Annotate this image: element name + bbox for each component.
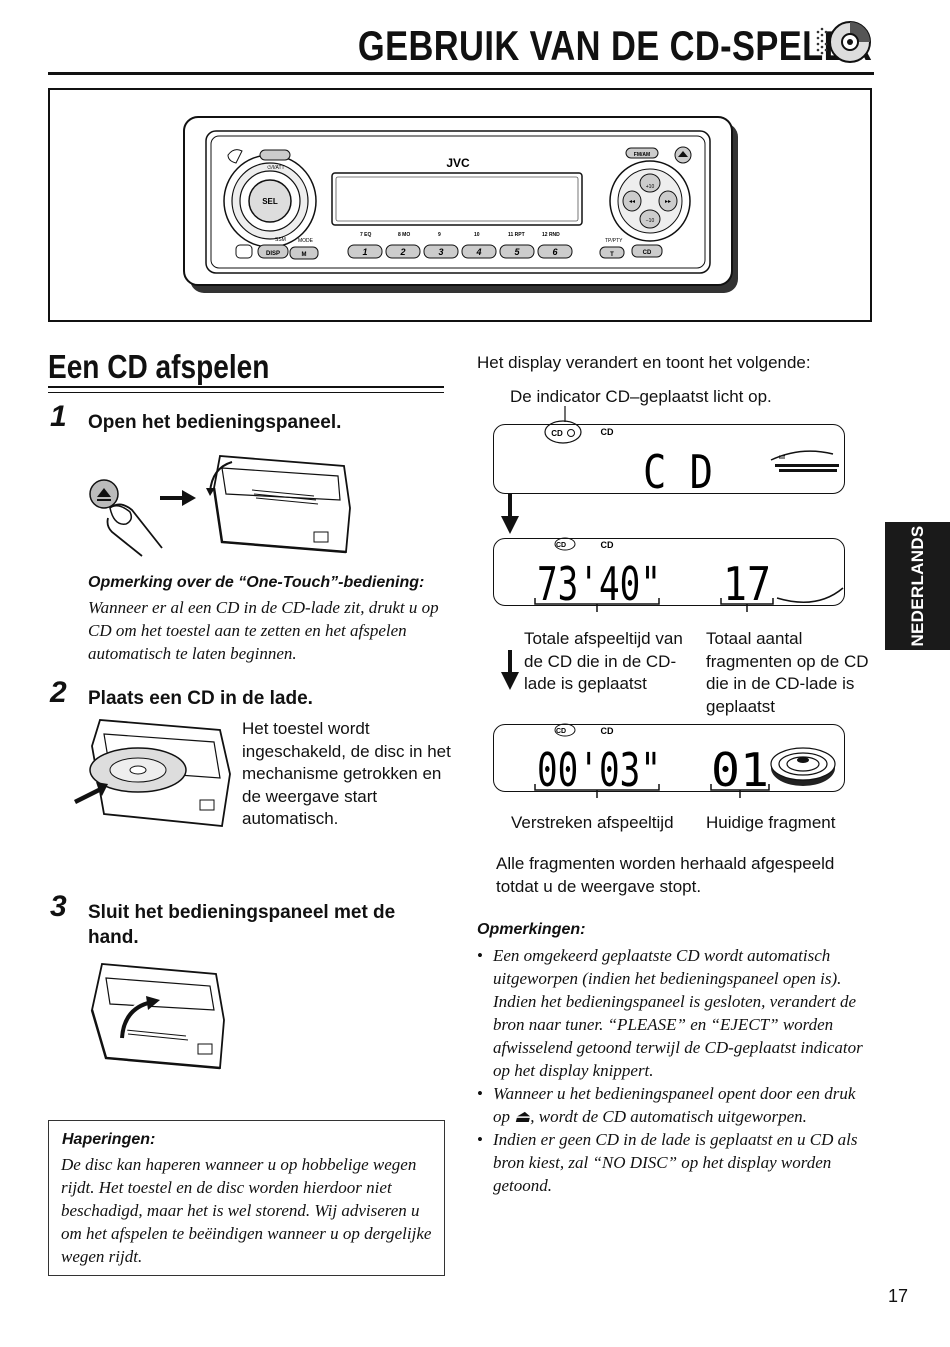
svg-text:SSM: SSM xyxy=(275,237,286,243)
close-panel-illustration xyxy=(90,963,225,1070)
svg-text:1: 1 xyxy=(362,247,367,257)
svg-text:▸▸: ▸▸ xyxy=(665,199,671,205)
opmerkingen-title: Opmerkingen: xyxy=(477,921,586,938)
svg-text:DISP: DISP xyxy=(266,251,280,257)
svg-text:CD: CD xyxy=(601,540,614,550)
lcd-display-cd xyxy=(493,424,845,494)
haperingen-title: Haperingen: xyxy=(62,1131,156,1148)
svg-text:10: 10 xyxy=(474,232,480,238)
down-arrow-2 xyxy=(501,650,519,690)
lcd-display-total-content: CD CD 73'40" 17 xyxy=(534,537,844,612)
svg-text:FM/AM: FM/AM xyxy=(634,152,650,158)
haperingen-box: Haperingen: De disc kan haperen wanneer … xyxy=(48,1120,445,1276)
insert-cd-illustration xyxy=(74,719,231,827)
lcd2-tracks: 17 xyxy=(723,557,771,611)
step-2-text: Plaats een CD in de lade. xyxy=(88,688,313,709)
repeat-note: Alle fragmenten worden herhaald afgespee… xyxy=(496,854,835,896)
svg-text:8 MO: 8 MO xyxy=(398,232,410,238)
opmerking-item: Wanneer u het bedieningspaneel opent doo… xyxy=(477,1082,872,1128)
opmerking-item: Een omgekeerd geplaatste CD wordt automa… xyxy=(477,944,872,1082)
svg-text:5: 5 xyxy=(514,247,520,257)
sel-button-label: SEL xyxy=(262,197,278,206)
page-title: GEBRUIK VAN DE CD-SPELER xyxy=(357,22,872,69)
step-1-number: 1 xyxy=(50,400,67,433)
svg-text:11 RPT: 11 RPT xyxy=(508,232,525,238)
step-2-description: Het toestel wordt ingeschakeld, de disc … xyxy=(242,719,451,828)
indicator-pointer xyxy=(564,406,566,422)
section-heading-rule xyxy=(48,386,444,393)
svg-text:◂◂: ◂◂ xyxy=(629,199,635,205)
cd-icon xyxy=(816,21,871,63)
svg-text:MODE: MODE xyxy=(298,238,314,244)
svg-text:4: 4 xyxy=(475,247,481,257)
svg-text:9: 9 xyxy=(438,232,441,238)
svg-text:12 RND: 12 RND xyxy=(542,232,560,238)
display-intro: Het display verandert en toont het volge… xyxy=(477,353,811,372)
svg-text:T: T xyxy=(610,252,614,258)
svg-text:3: 3 xyxy=(438,247,443,257)
onetouch-text: Wanneer er al een CD in de CD-lade zit, … xyxy=(88,598,439,663)
label-elapsed: Verstreken afspeeltijd xyxy=(511,813,674,832)
language-tab-label: NEDERLANDS xyxy=(907,525,927,647)
jvc-logo: JVC xyxy=(446,156,470,170)
lcd2-time: 73'40" xyxy=(537,557,661,611)
lcd1-text: C D xyxy=(643,445,713,498)
lcd3-track: 01 xyxy=(711,743,769,797)
svg-text:CD: CD xyxy=(601,726,614,736)
open-panel-illustration xyxy=(89,455,351,557)
svg-text:CD: CD xyxy=(551,429,563,438)
page-number: 17 xyxy=(887,1286,908,1306)
label-current: Huidige fragment xyxy=(706,813,836,832)
car-radio-faceplate: SEL ⏻/I/ATT JVC 7 EQ 8 MO 9 10 11 RPT 12… xyxy=(183,116,738,293)
lcd-display-total xyxy=(493,538,845,606)
svg-text:−10: −10 xyxy=(646,218,655,224)
opmerkingen-list: Een omgekeerd geplaatste CD wordt automa… xyxy=(477,944,872,1197)
svg-text:CD: CD xyxy=(556,728,566,735)
step-3-number: 3 xyxy=(50,890,67,923)
label-total-time: Totale afspeeltijd van de CD die in de C… xyxy=(524,629,683,693)
svg-text:6: 6 xyxy=(552,247,558,257)
opmerking-item: Indien er geen CD in de lade is geplaats… xyxy=(477,1128,872,1197)
svg-text:+10: +10 xyxy=(646,184,655,190)
title-rule xyxy=(48,72,874,75)
svg-text:7 EQ: 7 EQ xyxy=(360,232,372,238)
svg-text:CD: CD xyxy=(643,250,652,256)
radio-illustration-frame xyxy=(48,88,872,322)
onetouch-title: Opmerking over de “One-Touch”-bediening: xyxy=(88,574,425,591)
lcd-display-playing-content: CD CD 00'03" 01 xyxy=(534,723,836,798)
step-1-text: Open het bedieningspaneel. xyxy=(88,412,342,433)
down-arrow-1 xyxy=(501,494,519,534)
indicator-note: De indicator CD–geplaatst licht op. xyxy=(510,387,772,406)
section-heading: Een CD afspelen xyxy=(48,348,270,385)
svg-text:M: M xyxy=(302,252,307,258)
svg-text:CD: CD xyxy=(601,427,614,437)
lcd3-time: 00'03" xyxy=(537,743,661,797)
language-tab: NEDERLANDS xyxy=(885,522,950,650)
step-2-number: 2 xyxy=(50,676,67,709)
svg-text:⏻/I/ATT: ⏻/I/ATT xyxy=(267,165,284,171)
label-total-tracks: Totaal aantal fragmenten op de CD die in… xyxy=(706,629,869,716)
svg-text:2: 2 xyxy=(399,247,405,257)
svg-text:CD: CD xyxy=(556,542,566,549)
lcd-display-cd-content: CD CD C D xyxy=(544,420,839,498)
lcd-display-playing xyxy=(493,724,845,792)
haperingen-text: De disc kan haperen wanneer u op hobbeli… xyxy=(61,1155,432,1266)
svg-text:TP/PTY: TP/PTY xyxy=(605,238,623,244)
step-3-text: Sluit het bedieningspaneel met de hand. xyxy=(88,902,396,948)
